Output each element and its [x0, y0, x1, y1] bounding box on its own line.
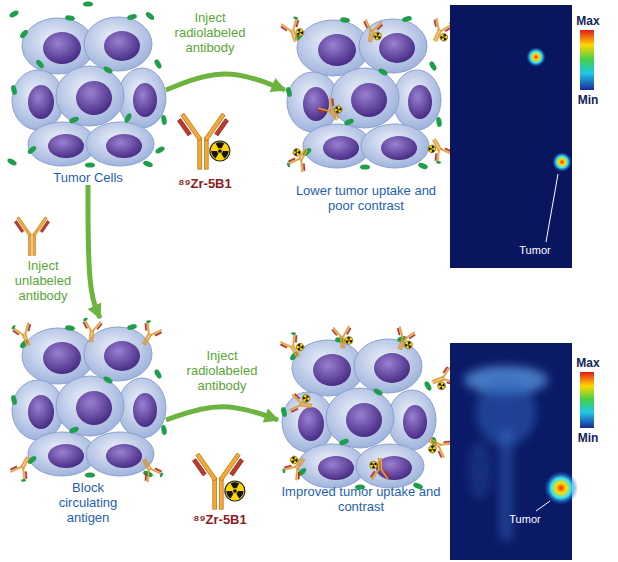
edge-label: Inject radiolabeled antibody [160, 10, 260, 55]
pet-image [450, 343, 594, 560]
tumor-cells-figure [278, 14, 455, 176]
scale-max: Max [570, 14, 606, 28]
process-arrow [166, 407, 278, 420]
isotope-label: ⁸⁹Zr-5B1 [178, 512, 262, 527]
node-caption: Lower tumor uptake and poor contrast [285, 183, 447, 213]
tumor-label: Tumor [512, 244, 558, 257]
cell-cluster: Lower tumor uptake and poor contrast [285, 8, 447, 213]
figure-space [285, 8, 447, 183]
figure-space [278, 330, 444, 484]
figure-space [10, 318, 166, 480]
process-arrow [88, 185, 100, 318]
scale-max: Max [570, 356, 606, 370]
scale-min: Min [570, 431, 606, 445]
isotope-label: ⁸⁹Zr-5B1 [163, 176, 247, 191]
tumor-cells-figure [7, 317, 168, 486]
tumor-cells-figure [277, 325, 460, 490]
node-caption: Tumor Cells [33, 170, 143, 185]
cell-cluster: Tumor Cells [10, 8, 166, 185]
process-arrow [166, 74, 285, 90]
node-caption: Improved tumor uptake and contrast [281, 484, 441, 514]
tumor-cells-figure [6, 1, 167, 168]
cell-cluster: Improved tumor uptake and contrast [278, 330, 444, 514]
node-caption: Block circulating antigen [46, 480, 130, 525]
pet-image [450, 5, 594, 268]
scale-min: Min [570, 93, 606, 107]
edge-label: Inject unlabeled antibody [4, 258, 82, 303]
unlabeled-antibody-icon [13, 217, 50, 256]
radiolabeled-antibody-icon [176, 113, 230, 169]
edge-label: Inject radiolabeled antibody [172, 348, 272, 393]
radiolabeled-antibody-icon [191, 453, 245, 509]
cell-cluster: Block circulating antigen [10, 318, 166, 525]
figure-space [10, 8, 166, 170]
tumor-label: Tumor [502, 513, 548, 526]
